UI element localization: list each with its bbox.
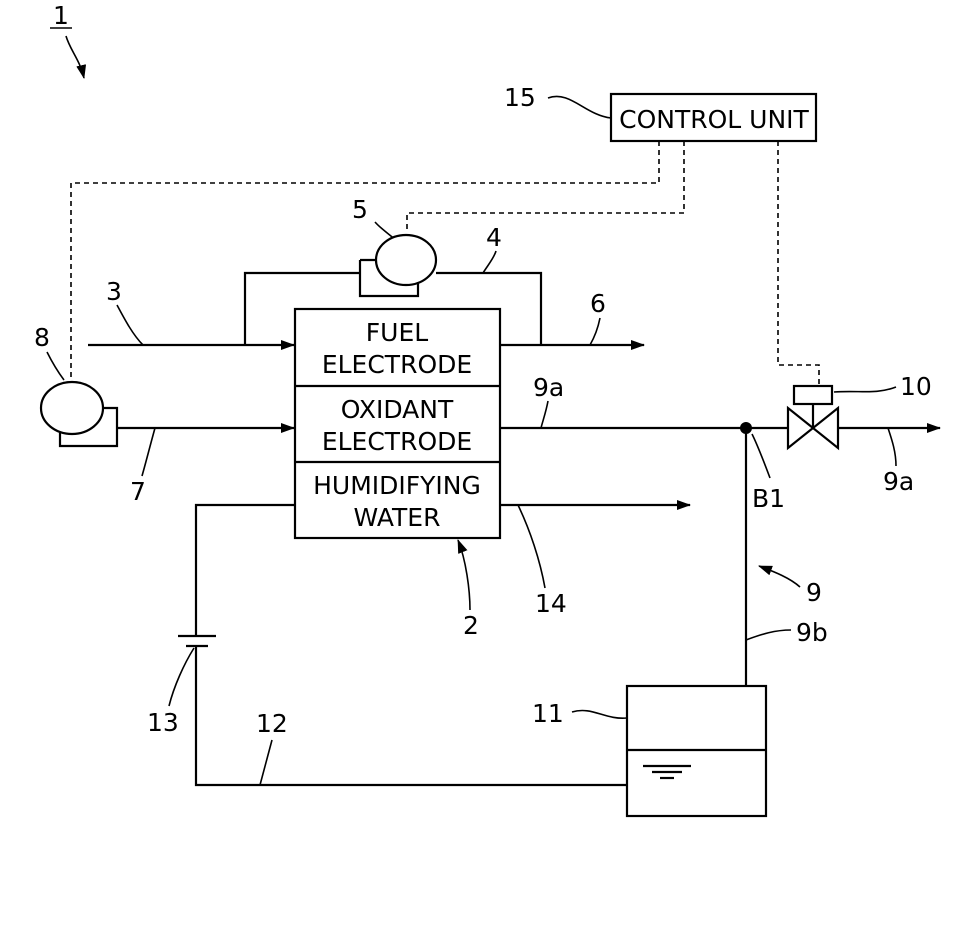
blower: [41, 382, 103, 434]
control-unit-label: CONTROL UNIT: [619, 105, 809, 134]
ref-14: 14: [535, 589, 567, 618]
control-line-valve: [778, 141, 819, 385]
ref-8-leader: [47, 352, 64, 380]
ref-15-leader: [548, 96, 611, 118]
ref-8: 8: [34, 323, 50, 352]
ref-9a-upstream-leader: [541, 401, 548, 428]
ref-9a-downstream-leader: [888, 428, 896, 466]
ref-2-arrow: [458, 540, 470, 610]
ref-4-leader: [483, 251, 496, 273]
ref-9b-leader: [746, 630, 791, 640]
ref-12: 12: [256, 709, 288, 738]
ref-12-leader: [260, 740, 272, 785]
ref-2: 2: [463, 611, 479, 640]
humidifying-water-line2: WATER: [354, 503, 441, 532]
ref-9b: 9b: [796, 618, 828, 647]
humidifying-water-line1: HUMIDIFYING: [313, 471, 481, 500]
ref-11-leader: [572, 710, 627, 718]
ref-1: 1: [53, 1, 69, 30]
ref-b1-leader: [752, 434, 770, 478]
ref-7: 7: [130, 477, 146, 506]
ref-10: 10: [900, 372, 932, 401]
oxidant-electrode-line1: OXIDANT: [341, 395, 454, 424]
ref-15: 15: [504, 83, 536, 112]
ref-9a-downstream: 9a: [883, 467, 914, 496]
ref-7-leader: [142, 428, 155, 476]
fuel-electrode-line1: FUEL: [366, 318, 428, 347]
control-line-pump: [407, 141, 684, 232]
ref-13: 13: [147, 708, 179, 737]
recirculation-pump: [376, 235, 436, 285]
ref-13-leader: [169, 648, 194, 706]
ref-9: 9: [806, 578, 822, 607]
ref-9-arrow: [759, 566, 800, 587]
oxidant-electrode-line2: ELECTRODE: [322, 427, 472, 456]
ref-5: 5: [352, 195, 368, 224]
ref-6: 6: [590, 289, 606, 318]
ref-6-leader: [590, 318, 600, 345]
ref-14-leader: [518, 505, 545, 588]
fuel-electrode-line2: ELECTRODE: [322, 350, 472, 379]
ref-10-leader: [834, 387, 896, 392]
ref-1-arrow: [66, 36, 84, 78]
water-return-line: [196, 505, 627, 785]
valve-actuator: [794, 386, 832, 404]
ref-11: 11: [532, 699, 564, 728]
ref-4: 4: [486, 223, 502, 252]
ref-3-leader: [117, 305, 143, 345]
ref-3: 3: [106, 277, 122, 306]
ref-9a-upstream: 9a: [533, 373, 564, 402]
ref-b1: B1: [752, 484, 785, 513]
